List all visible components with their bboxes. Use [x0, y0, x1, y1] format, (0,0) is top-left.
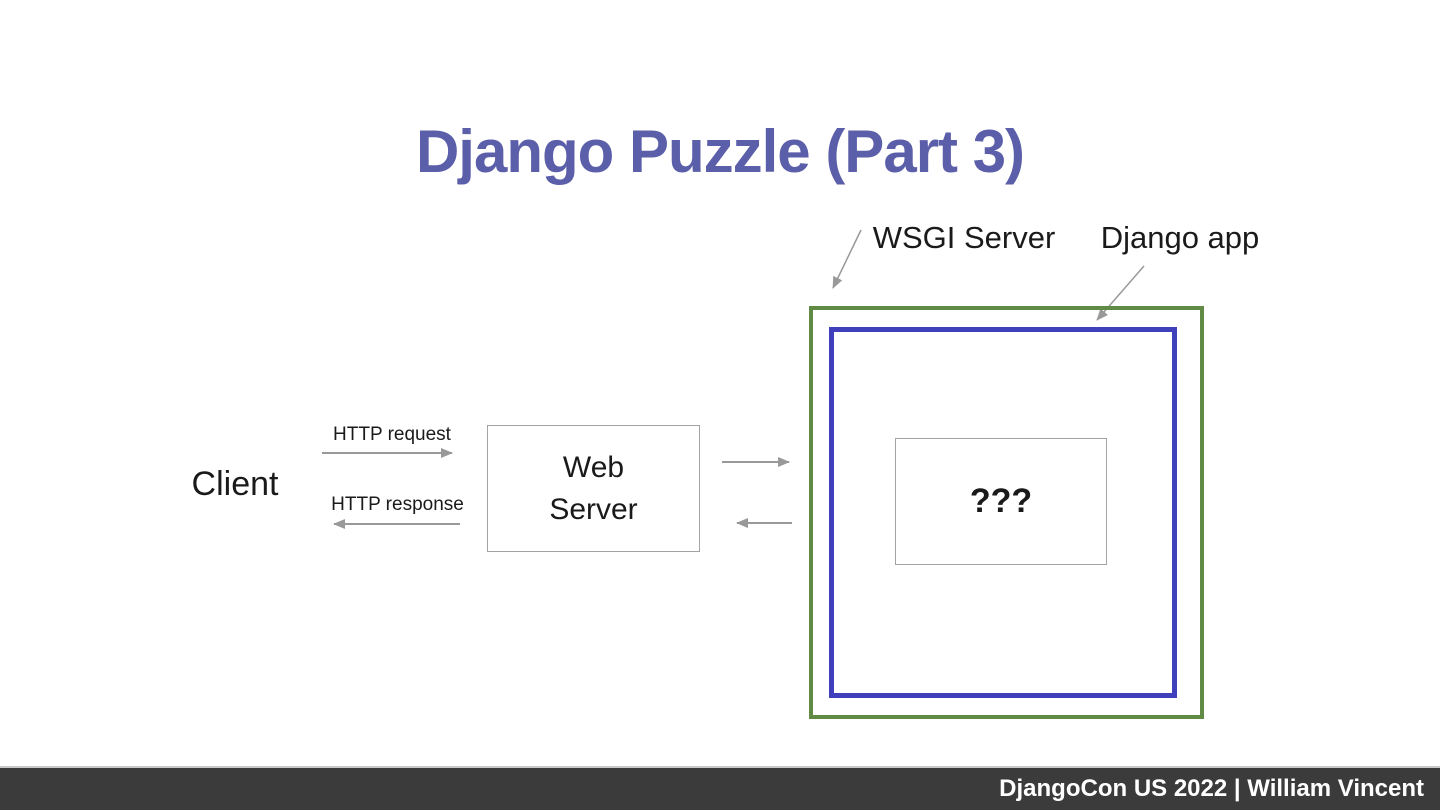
mystery-box: ??? — [895, 438, 1107, 565]
web-server-label-line1: Web — [562, 450, 625, 484]
client-label: Client — [191, 465, 279, 503]
http-request-label: HTTP request — [333, 424, 451, 445]
footer-credit: DjangoCon US 2022 | William Vincent — [999, 775, 1424, 802]
http-response-label: HTTP response — [331, 494, 464, 515]
wsgi-pointer-arrow — [832, 229, 862, 289]
wsgi-server-label: WSGI Server — [872, 220, 1056, 255]
mystery-label: ??? — [969, 482, 1033, 520]
django-app-label: Django app — [1100, 220, 1260, 255]
footer-bar: DjangoCon US 2022 | William Vincent — [0, 766, 1440, 810]
page-title: Django Puzzle (Part 3) — [415, 118, 1025, 186]
web-server-label-line2: Server — [549, 492, 638, 526]
wsgi-server-box — [809, 306, 1204, 719]
web-server-box: Web Server — [487, 425, 700, 552]
django-app-box — [829, 327, 1177, 698]
